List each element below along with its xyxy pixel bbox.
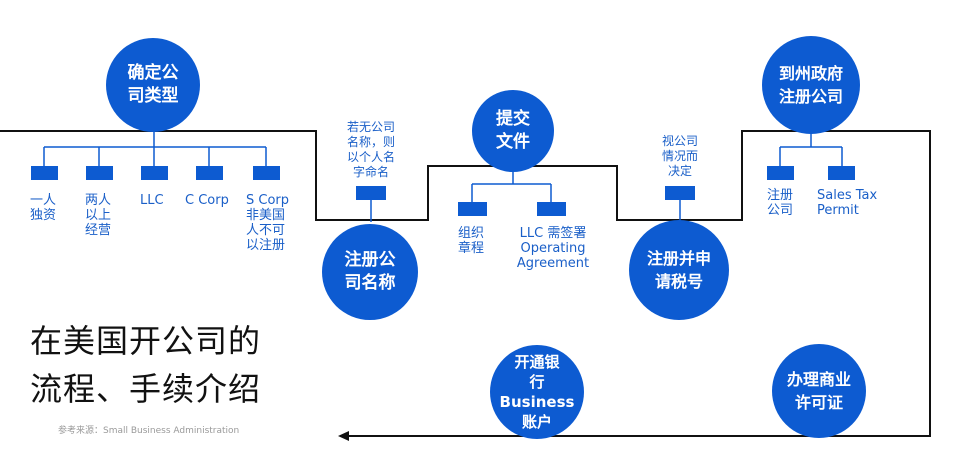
- document-box: [537, 202, 566, 216]
- note-no-name-box: [356, 186, 386, 200]
- step-register-company-name: 注册公 司名称: [322, 224, 418, 320]
- note-tax-id-box: [665, 186, 695, 200]
- company-type-box: [141, 166, 168, 180]
- company-type-partnership: 两人 以上 经营: [85, 193, 112, 238]
- page-title-line1: 在美国开公司的: [30, 322, 262, 360]
- company-type-box: [86, 166, 113, 180]
- state-register-company: 注册 公司: [767, 188, 794, 218]
- step-business-license: 办理商业 许可证: [772, 344, 866, 438]
- company-type-box: [31, 166, 58, 180]
- state-sales-tax-permit: Sales Tax Permit: [817, 188, 878, 218]
- note-tax-id: 视公司 情况而 决定: [661, 134, 698, 178]
- state-item-box: [767, 166, 794, 180]
- document-articles: 组织 章程: [458, 226, 485, 256]
- document-box: [458, 202, 487, 216]
- step-register-with-state: 到州政府 注册公司: [762, 36, 860, 134]
- company-type-c-corp: C Corp: [185, 193, 229, 208]
- step-register-tax-id: 注册并申 请税号: [629, 220, 729, 320]
- source-credit: 参考来源：Small Business Administration: [58, 426, 240, 436]
- step-determine-company-type: 确定公 司类型: [106, 38, 200, 132]
- company-type-s-corp: S Corp 非美国 人不可 以注册: [246, 193, 290, 253]
- page-title-line2: 流程、手续介绍: [30, 370, 262, 408]
- company-type-box: [253, 166, 280, 180]
- note-no-name: 若无公司 名称，则 以个人名 字命名: [346, 120, 395, 179]
- state-item-box: [828, 166, 855, 180]
- company-type-sole: 一人 独资: [30, 193, 57, 223]
- step-submit-documents: 提交 文件: [472, 90, 554, 172]
- company-type-llc: LLC: [140, 193, 164, 208]
- document-operating-agreement: LLC 需签署 Operating Agreement: [516, 226, 590, 271]
- step-open-bank-account: 开通银 行Business 账户: [490, 345, 584, 439]
- company-type-box: [196, 166, 223, 180]
